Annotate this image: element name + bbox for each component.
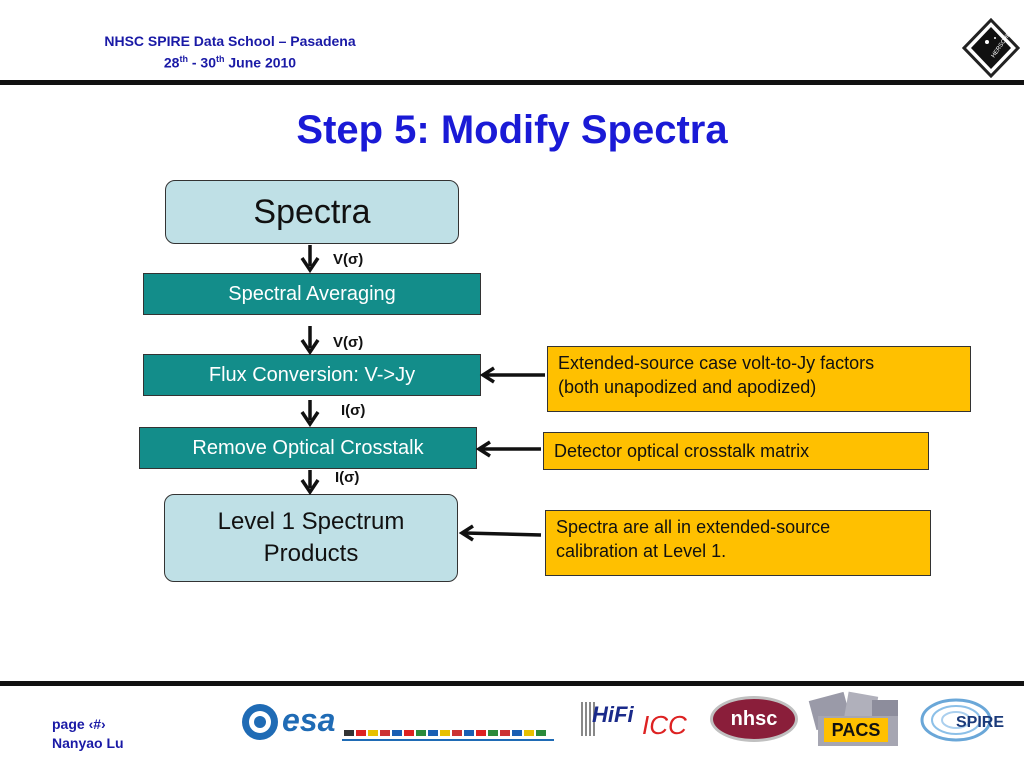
nhsc-logo-text: nhsc (730, 707, 778, 730)
left-arrow-crosstalk (475, 440, 541, 458)
calibration-note-line-1: Spectra are all in extended-source (556, 517, 831, 537)
esa-logo: esa (238, 700, 558, 748)
page-title: Step 5: Modify Spectra (296, 108, 728, 152)
down-arrow-1 (300, 245, 320, 274)
crosstalk-matrix-note: Detector optical crosstalk matrix (543, 432, 929, 470)
down-arrow-2 (300, 326, 320, 356)
header-event-info: NHSC SPIRE Data School – Pasadena 28th -… (60, 32, 400, 72)
header-date-end: - 30 (187, 54, 216, 71)
extended-source-note-line-2: (both unapodized and apodized) (558, 377, 817, 397)
header-date-start-suffix: th (179, 54, 188, 64)
header-date-month: June 2010 (224, 54, 297, 71)
page-number: page ‹#› (52, 716, 106, 732)
header-line-1: NHSC SPIRE Data School – Pasadena (104, 33, 356, 49)
hifi-icc-logo: HiFi ICC (578, 698, 700, 744)
hifi-logo-text: HiFi (592, 702, 634, 727)
calibration-note-line-2: calibration at Level 1. (556, 541, 727, 561)
crosstalk-matrix-note-text: Detector optical crosstalk matrix (554, 441, 810, 461)
pacs-logo: PACS (806, 690, 906, 750)
herschel-logo: HERSCHEL (962, 18, 1020, 78)
spectra-box: Spectra (165, 180, 459, 244)
header-date-start: 28 (163, 54, 180, 71)
level1-products-box: Level 1 Spectrum Products (164, 494, 458, 582)
down-arrow-3 (300, 400, 320, 428)
esa-logo-text: esa (282, 702, 336, 738)
left-arrow-calibration (458, 524, 542, 542)
footer-rule (0, 681, 1024, 686)
flux-conversion-label: Flux Conversion: V->Jy (208, 363, 416, 386)
spire-logo-text: SPIRE (956, 714, 1005, 731)
author-name: Nanyao Lu (52, 735, 124, 751)
spectral-averaging-box: Spectral Averaging (143, 273, 481, 315)
flow-label-v-sigma-1: V(σ) (333, 251, 364, 268)
header-rule (0, 80, 1024, 85)
spectra-box-label: Spectra (253, 192, 371, 231)
extended-source-note: Extended-source case volt-to-Jy factors … (547, 346, 971, 412)
header-date-end-suffix: th (215, 54, 225, 64)
pacs-logo-text: PACS (824, 718, 888, 742)
flow-label-i-sigma-2: I(σ) (335, 469, 360, 486)
flow-label-v-sigma-2: V(σ) (333, 334, 364, 351)
left-arrow-extended-source (479, 366, 545, 384)
spectral-averaging-label: Spectral Averaging (228, 282, 396, 305)
header-line-2: 28th - 30th June 2010 (60, 50, 400, 72)
nhsc-logo: nhsc (710, 696, 798, 742)
icc-logo-text: ICC (642, 710, 687, 740)
down-arrow-4 (300, 470, 320, 496)
level1-products-line-1: Level 1 Spectrum (217, 508, 405, 535)
flow-label-i-sigma-1: I(σ) (341, 402, 366, 419)
spire-logo: SPIRE (918, 694, 1018, 746)
extended-source-note-line-1: Extended-source case volt-to-Jy factors (558, 353, 875, 373)
remove-crosstalk-box: Remove Optical Crosstalk (139, 427, 477, 469)
calibration-note: Spectra are all in extended-source calib… (545, 510, 931, 576)
remove-crosstalk-label: Remove Optical Crosstalk (192, 436, 424, 459)
flux-conversion-box: Flux Conversion: V->Jy (143, 354, 481, 396)
level1-products-line-2: Products (263, 540, 359, 567)
